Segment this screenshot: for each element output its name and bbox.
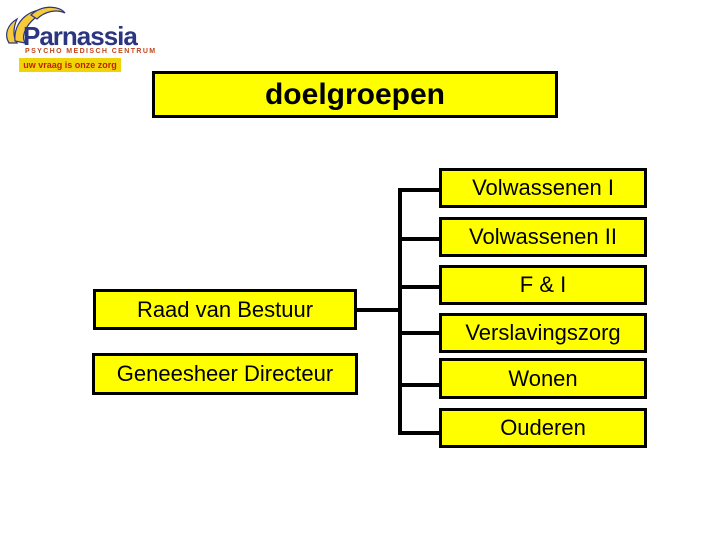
diagram-node-raad-van-bestuur: Raad van Bestuur xyxy=(93,289,357,330)
brand-tagline: uw vraag is onze zorg xyxy=(19,58,121,72)
diagram-node-volwassenen-i: Volwassenen I xyxy=(439,168,647,208)
logo-swoosh-icon xyxy=(6,6,66,44)
connector-stub-wonen xyxy=(398,383,439,387)
brand-name: Parnassia xyxy=(23,21,138,51)
connector-stub-f-en-i xyxy=(398,285,439,289)
connector-stub-ouderen xyxy=(398,431,439,435)
diagram-node-ouderen: Ouderen xyxy=(439,408,647,448)
diagram-node-volwassenen-ii: Volwassenen II xyxy=(439,217,647,257)
connector-raad-van-bestuur xyxy=(357,308,398,312)
node-label: Ouderen xyxy=(500,415,586,440)
node-label: Volwassenen II xyxy=(469,224,617,249)
connector-stub-volwassenen-i xyxy=(398,188,439,192)
diagram-node-verslavingszorg: Verslavingszorg xyxy=(439,313,647,353)
node-label: Raad van Bestuur xyxy=(136,296,314,322)
slide-title-box: doelgroepen xyxy=(152,71,558,118)
connector-stub-volwassenen-ii xyxy=(398,237,439,241)
diagram-node-geneesheer-directeur: Geneesheer Directeur xyxy=(92,353,358,395)
node-label: Geneesheer Directeur xyxy=(116,361,334,386)
node-label: F & I xyxy=(519,272,567,297)
connector-stub-verslavingszorg xyxy=(398,331,439,335)
brand-subtitle: PSYCHO MEDISCH CENTRUM xyxy=(25,48,157,55)
node-label: Wonen xyxy=(508,365,578,391)
node-label: Volwassenen I xyxy=(472,175,614,200)
parnassia-logo: Parnassia PSYCHO MEDISCH CENTRUM uw vraa… xyxy=(0,0,155,82)
connector-trunk xyxy=(398,188,402,435)
node-label: Verslavingszorg xyxy=(465,320,621,345)
diagram-node-wonen: Wonen xyxy=(439,358,647,399)
slide-title: doelgroepen xyxy=(264,77,445,111)
diagram-node-f-en-i: F & I xyxy=(439,265,647,305)
